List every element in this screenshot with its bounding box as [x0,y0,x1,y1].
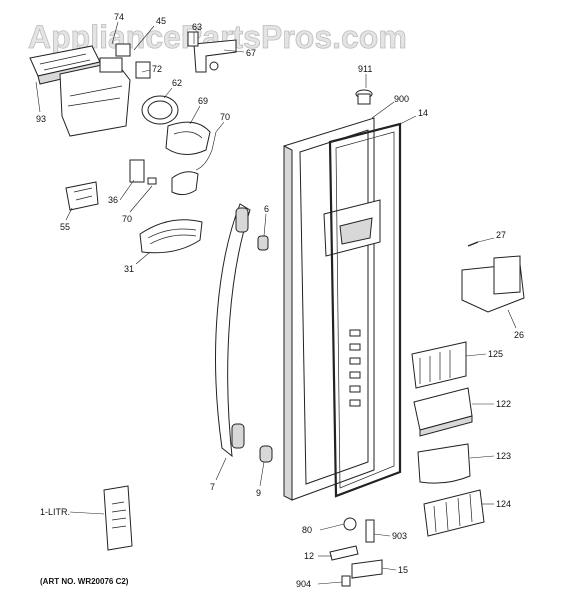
callout-903: 903 [392,531,407,541]
callout-36: 36 [108,195,118,205]
callout-125: 125 [488,349,503,359]
callout-14: 14 [418,108,428,118]
callout-122: 122 [496,399,511,409]
callout-124: 124 [496,499,511,509]
art-number: (ART NO. WR20076 C2) [40,577,129,586]
hinge-part-6 [257,235,269,251]
callout-labels: 74 45 63 67 72 62 93 69 70 36 70 55 6 31… [36,12,524,589]
callout-27: 27 [496,230,506,240]
hinge-part-9 [259,445,273,463]
callout-93: 93 [36,114,46,124]
callout-62: 62 [172,78,182,88]
callout-67: 67 [246,48,256,58]
screw-part-27 [467,241,479,247]
callout-15: 15 [398,565,408,575]
cap-part-911 [355,89,373,105]
callout-80: 80 [302,525,312,535]
callout-74: 74 [114,12,124,22]
leader-lines [35,21,517,585]
spring-part-12 [329,545,359,561]
callout-7: 7 [210,482,215,492]
callout-45: 45 [156,16,166,26]
wire-bin-part-125 [411,341,467,389]
bracket-part-67 [187,31,237,73]
wire-bin-part-124 [423,489,485,537]
callout-9: 9 [256,488,261,498]
manual-booklet-part-1litr [103,485,133,551]
callout-1-litr: 1-LITR. [40,507,70,517]
callout-123: 123 [496,451,511,461]
cradle-part-31 [139,219,203,254]
callout-6: 6 [264,204,269,214]
pin-part-903 [365,519,375,543]
callout-911: 911 [358,64,372,74]
callout-69: 69 [198,96,208,106]
door-handle-part-7 [215,203,251,458]
cover-part-26 [461,255,525,313]
dispenser-housing-assembly [29,43,151,137]
callout-72: 72 [152,64,162,74]
callout-12: 12 [304,551,314,561]
callout-31: 31 [124,264,134,274]
callout-70-upper: 70 [220,112,230,122]
door-gasket-part-14 [328,122,402,498]
auger-part-69 [165,121,211,155]
callout-70-lower: 70 [122,214,132,224]
bin-part-122 [413,387,473,437]
bushing-part-80 [343,517,357,531]
freezer-door [283,117,381,501]
callout-55: 55 [60,222,70,232]
callout-904: 904 [296,579,311,589]
ring-part-62 [141,95,179,125]
screw-part-904 [341,575,351,587]
bin-part-123 [417,443,471,484]
hinge-part-15 [351,559,383,579]
switch-part-55 [65,181,99,211]
wire-part-70 [129,131,217,196]
callout-26: 26 [514,330,524,340]
door-shelf-clips [349,329,361,407]
callout-900: 900 [394,94,409,104]
callout-63: 63 [192,22,202,32]
